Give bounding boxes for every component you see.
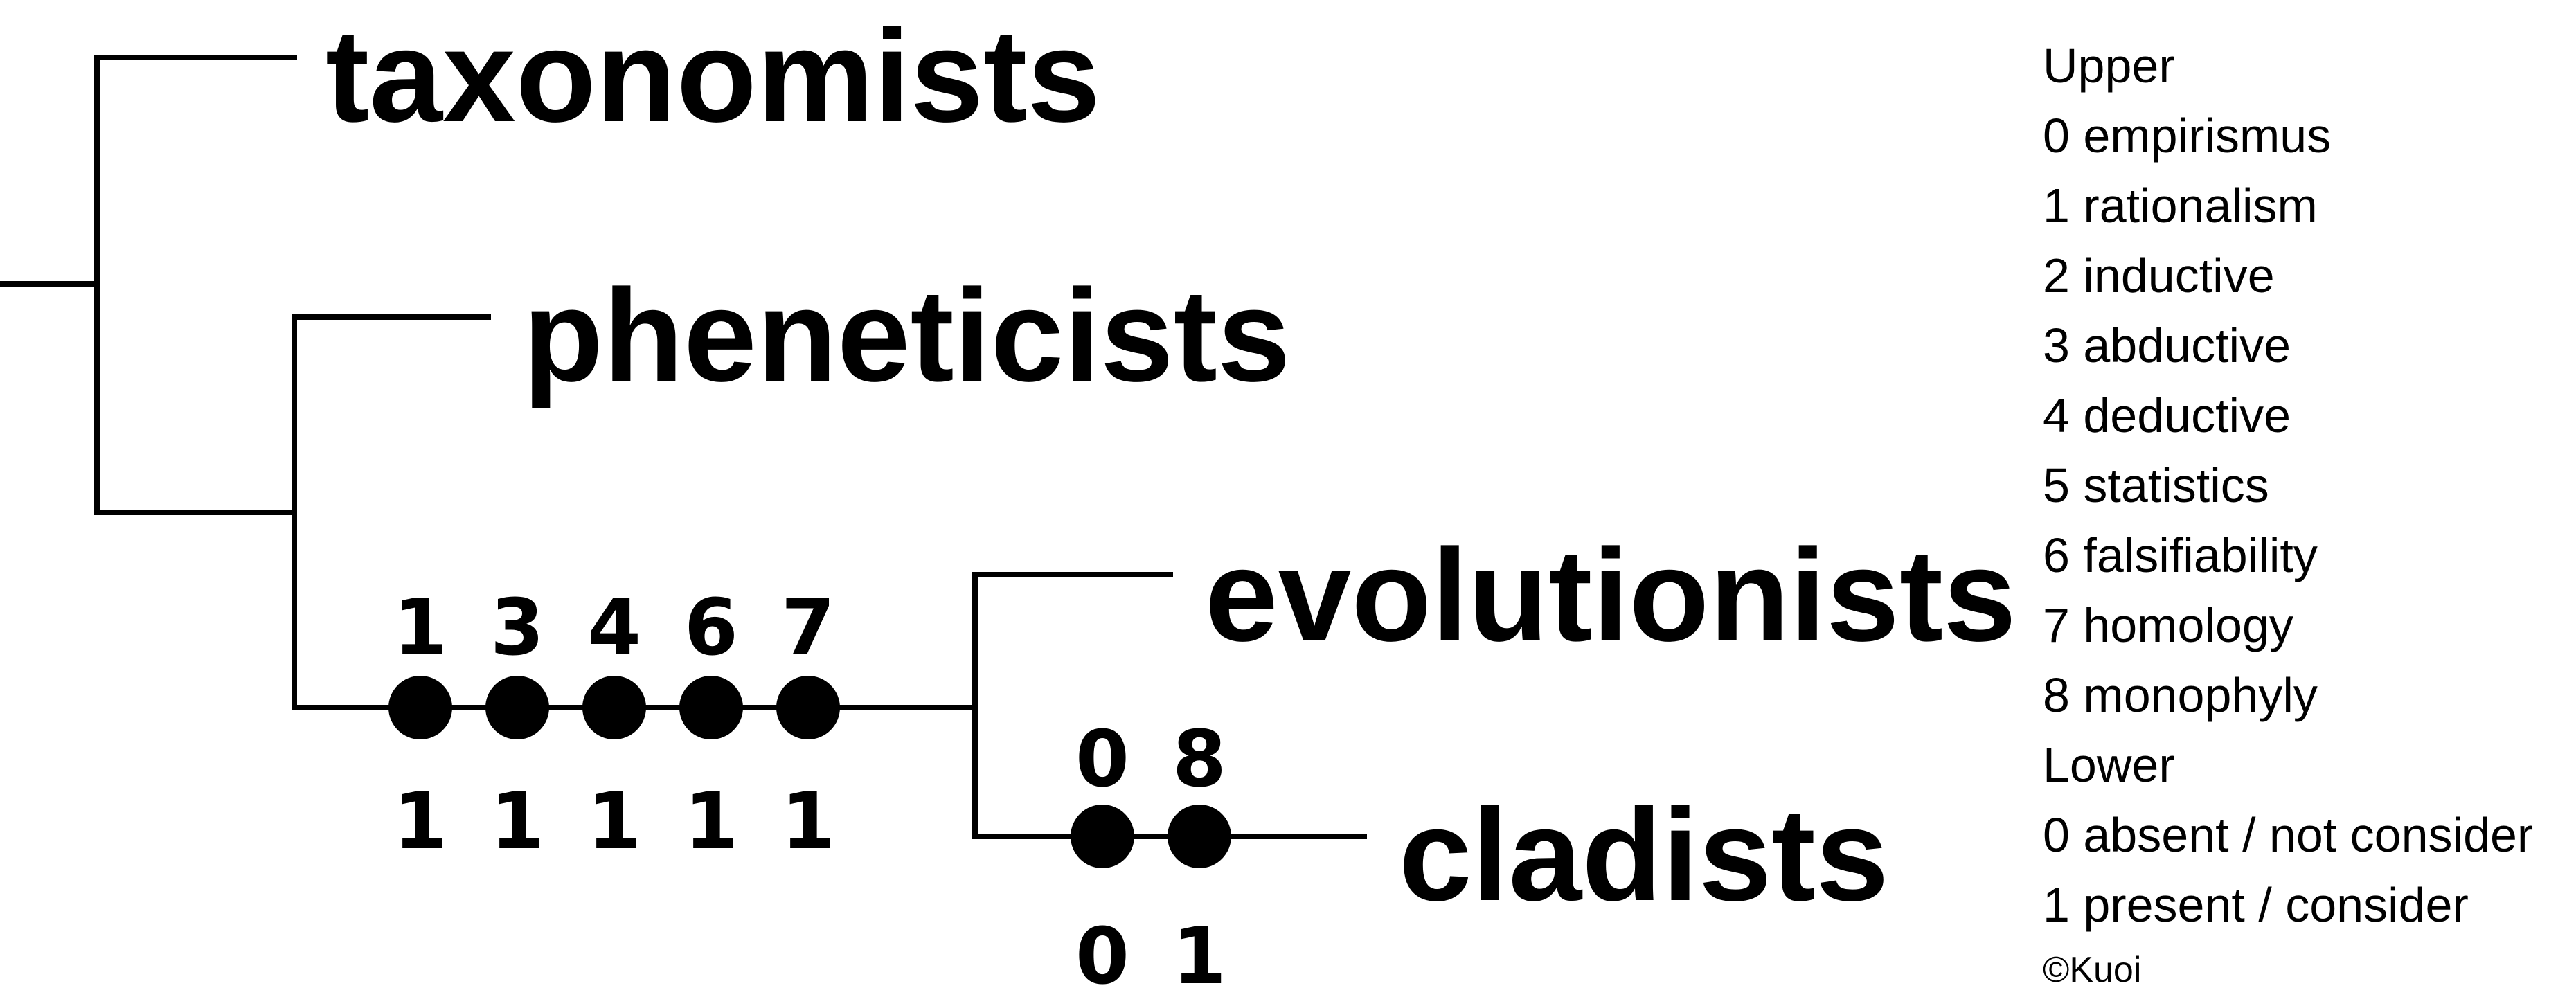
cladists-lower-label: 1 [1172, 912, 1226, 1002]
stem-lower-label: 1 [684, 777, 738, 867]
cladists-upper-label: 8 [1172, 715, 1226, 805]
stem-lower-label: 1 [490, 777, 544, 867]
stem-upper-label: 3 [490, 583, 544, 673]
legend-upper-item: 2 inductive [2043, 249, 2275, 303]
taxon-taxonomists: taxonomists [325, 3, 1100, 150]
cladists-upper-label: 0 [1075, 715, 1129, 805]
stem-upper-label: 7 [781, 583, 835, 673]
taxon-pheneticists: pheneticists [523, 262, 1291, 409]
legend-upper-item: 1 rationalism [2043, 179, 2318, 233]
cladists-character-dot [1168, 805, 1231, 868]
legend-upper-item: 5 statistics [2043, 458, 2269, 512]
legend-upper-item: 3 abductive [2043, 318, 2291, 372]
legend-upper-item: 8 monophyly [2043, 668, 2318, 722]
stem-upper-label: 6 [684, 583, 738, 673]
stem-character-dot [388, 676, 452, 739]
stem-lower-label: 1 [393, 777, 447, 867]
legend-upper-item: 0 empirismus [2043, 109, 2332, 163]
legend-upper-heading: Upper [2043, 39, 2175, 93]
stem-character-dot [485, 676, 549, 739]
stem-character-dot [582, 676, 646, 739]
cladogram: taxonomists pheneticists evolutionists c… [0, 3, 2016, 1002]
stem-character-dot [679, 676, 743, 739]
cladists-character-dot [1071, 805, 1134, 868]
legend-lower-item: 0 absent / not consider [2043, 808, 2534, 862]
stem-upper-label: 1 [393, 583, 447, 673]
legend-lower-heading: Lower [2043, 738, 2175, 792]
copyright: ©Kuoi [2043, 950, 2142, 990]
stem-lower-label: 1 [587, 777, 641, 867]
taxon-evolutionists: evolutionists [1205, 522, 2016, 669]
stem-lower-label: 1 [781, 777, 835, 867]
legend: Upper 0 empirismus 1 rationalism 2 induc… [2043, 31, 2533, 1000]
legend-lower-item: 1 present / consider [2043, 878, 2469, 932]
cladists-character-dots [1071, 805, 1231, 868]
taxon-cladists: cladists [1399, 782, 1889, 928]
stem-character-dot [776, 676, 840, 739]
stem-character-dots [388, 676, 840, 739]
cladists-lower-label: 0 [1075, 912, 1129, 1002]
legend-upper-item: 6 falsifiability [2043, 528, 2318, 582]
legend-upper-item: 4 deductive [2043, 388, 2291, 442]
stem-upper-label: 4 [587, 583, 641, 673]
legend-upper-item: 7 homology [2043, 598, 2293, 652]
